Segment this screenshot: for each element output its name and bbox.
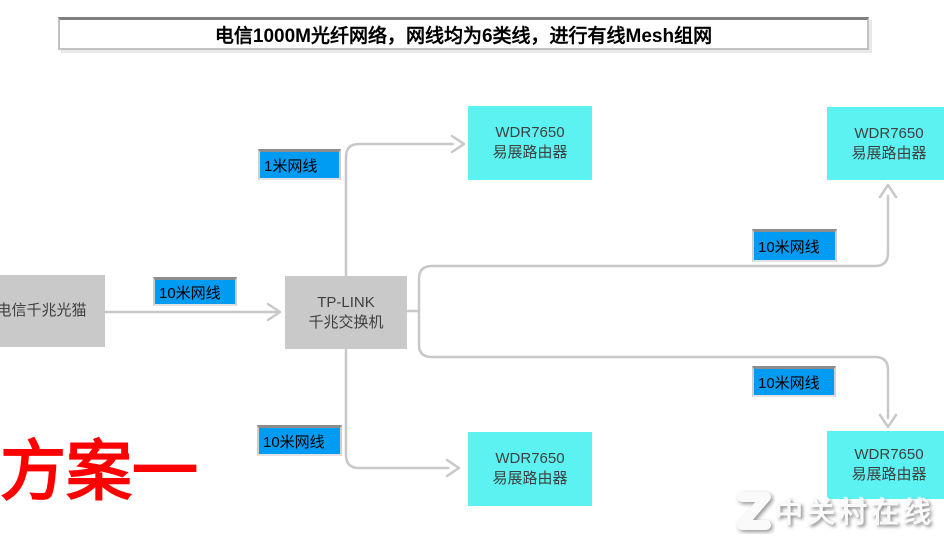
cable-label-text: 10米网线 (263, 433, 325, 451)
arrowhead-right-icon (450, 134, 466, 154)
cable-label-text: 10米网线 (159, 284, 221, 302)
node-router-top-right: WDR7650 易展路由器 (827, 107, 944, 180)
node-router-bottom-right: WDR7650 易展路由器 (827, 431, 944, 499)
router-type-label: 易展路由器 (851, 144, 927, 162)
router-model-label: WDR7650 (854, 124, 924, 142)
router-type-label: 易展路由器 (492, 470, 568, 487)
cable-label-switch-to-bottom-right: 10米网线 (752, 366, 836, 397)
router-type-label: 易展路由器 (851, 466, 927, 483)
watermark: 中关村在线 (733, 488, 935, 534)
zol-logo-icon (737, 492, 771, 530)
cable-label-text: 1米网线 (264, 157, 318, 175)
node-modem-label: 电信千兆光猫 (0, 302, 87, 319)
cable-label-switch-to-top-middle: 1米网线 (258, 149, 341, 180)
watermark-text: 中关村在线 (775, 497, 936, 528)
arrowhead-right-icon (445, 458, 461, 478)
wire-switch-to-bottom-right (430, 355, 890, 420)
cable-label-switch-to-bottom-middle: 10米网线 (257, 425, 342, 456)
router-model-label: WDR7650 (495, 124, 565, 141)
cable-label-modem-to-switch: 10米网线 (153, 277, 237, 306)
wire-switch-to-top-right (430, 194, 890, 268)
cable-label-switch-to-top-right: 10米网线 (752, 229, 837, 262)
node-router-top-middle: WDR7650 易展路由器 (468, 106, 592, 180)
plan-title: 方案一 (0, 434, 198, 508)
router-model-label: WDR7650 (495, 450, 565, 467)
router-type-label: 易展路由器 (492, 144, 568, 161)
node-router-bottom-middle: WDR7650 易展路由器 (468, 432, 592, 506)
cable-label-text: 10米网线 (758, 238, 820, 256)
node-switch-line2: 千兆交换机 (308, 313, 384, 331)
wire-split-bracket (417, 264, 434, 359)
node-switch: TP-LINK 千兆交换机 (285, 276, 407, 349)
title-text: 电信1000M光纤网络，网线均为6类线，进行有线Mesh组网 (214, 25, 713, 47)
arrowhead-down-icon (878, 413, 898, 429)
node-switch-line1: TP-LINK (317, 293, 375, 311)
arrowhead-right-icon (266, 302, 282, 322)
node-modem: 电信千兆光猫 (0, 275, 105, 347)
router-model-label: WDR7650 (854, 446, 924, 463)
wire-switch-to-bottom-middle (344, 347, 450, 470)
wire-switch-to-top-middle (344, 142, 455, 278)
title-banner: 电信1000M光纤网络，网线均为6类线，进行有线Mesh组网 (58, 17, 869, 50)
arrowhead-up-icon (878, 183, 898, 199)
cable-label-text: 10米网线 (758, 374, 820, 392)
